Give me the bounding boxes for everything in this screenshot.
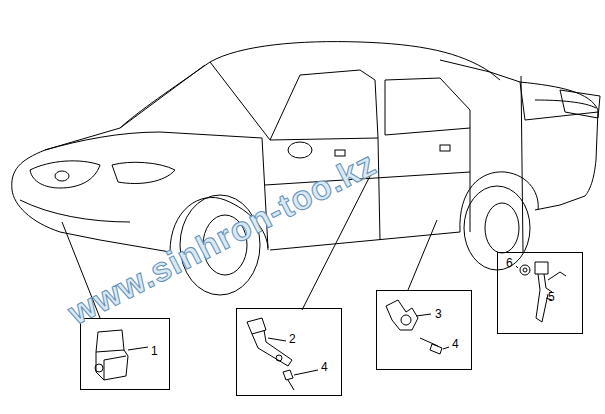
part-leader [416, 314, 431, 316]
windshield [120, 62, 270, 140]
callout-number: 4 [321, 361, 328, 374]
rear-window [385, 78, 470, 135]
rear-hub [485, 203, 519, 253]
handle [440, 145, 450, 151]
sensor-part [95, 364, 103, 372]
sensor-part [386, 300, 418, 330]
sensor-part [401, 315, 411, 325]
sensor-part [96, 350, 126, 380]
sensor-part [276, 355, 282, 361]
leader-line [408, 220, 437, 290]
detail-box: 65 [497, 252, 583, 334]
callout-number: 1 [151, 345, 158, 358]
nut-part [523, 268, 527, 272]
part-leader [268, 338, 286, 341]
tail-lamp [560, 90, 600, 118]
badge [55, 171, 69, 181]
trunk [520, 82, 598, 120]
mirror [288, 142, 312, 158]
callout-number: 4 [452, 338, 459, 351]
watermark: www.sinhron-too.kz [62, 144, 382, 333]
rocker [270, 232, 460, 250]
callout-number: 3 [435, 308, 442, 321]
bumper-line [20, 200, 130, 222]
leader-line [521, 76, 523, 252]
part-leader [516, 266, 518, 268]
bolt-part [283, 370, 294, 390]
detail-box: 24 [236, 308, 342, 396]
bolt-part [420, 338, 442, 354]
sensor-part [96, 330, 128, 380]
front-bumper [12, 190, 170, 252]
part-leader [128, 347, 148, 350]
callout-number: 6 [506, 257, 513, 270]
callout-number: 2 [289, 333, 296, 346]
hood-line [45, 132, 262, 150]
front-window [270, 70, 378, 140]
nut-part [520, 265, 530, 275]
headlamp [112, 162, 175, 183]
detail-box: 34 [376, 290, 472, 370]
part-leader [294, 370, 318, 375]
callout-number: 5 [548, 291, 555, 304]
part-leader [443, 347, 449, 349]
detail-box: 1 [80, 318, 170, 390]
rear-screen [440, 60, 500, 80]
grille [30, 161, 100, 188]
sensor-part [247, 318, 292, 366]
